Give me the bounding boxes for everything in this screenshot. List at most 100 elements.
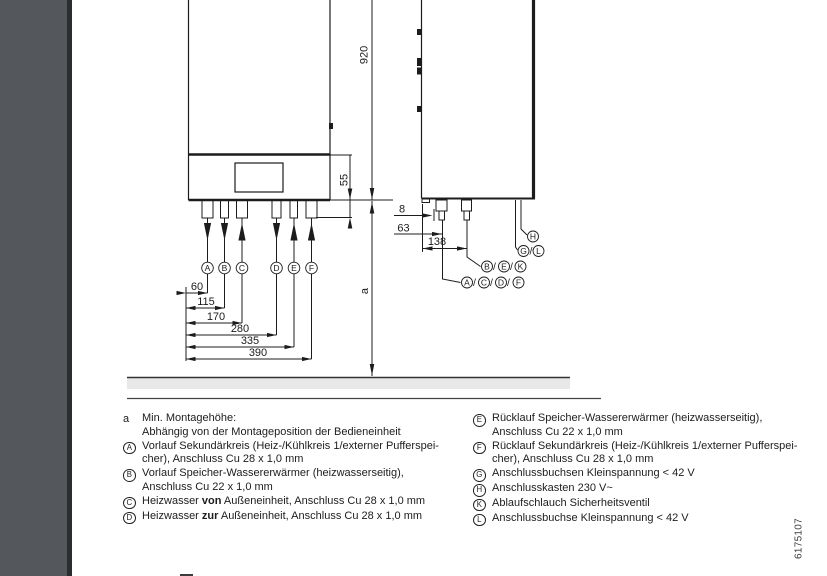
flow-arrow-down-d — [272, 223, 281, 241]
legend-text-line: Vorlauf Speicher-Wassererwärmer (heizwas… — [142, 467, 404, 480]
dim-arrow — [186, 344, 196, 350]
label-separator: / — [473, 277, 476, 289]
wall-bracket — [417, 29, 422, 35]
connection-letter-a: A — [205, 263, 211, 273]
wall-bracket — [417, 67, 422, 75]
circle-b2 — [481, 260, 493, 273]
circle-f2 — [512, 276, 525, 289]
side-letter-d: D — [498, 278, 504, 288]
label-separator: / — [490, 277, 493, 289]
wall-bracket — [417, 106, 422, 112]
wall-brackets — [417, 29, 422, 112]
circle-extension-lines — [207, 274, 312, 359]
leader-bek — [466, 220, 481, 267]
page-bottom-cutoff-element — [180, 573, 193, 576]
legend-text-line: Anschlusskasten 230 V~ — [492, 481, 613, 494]
dim-arrow — [186, 320, 196, 326]
dim-arrow — [284, 344, 294, 350]
legend-text-line: cher), Anschluss Cu 28 x 1,0 mm — [142, 453, 304, 466]
circle-k — [514, 260, 527, 273]
connection-circles: A B C D E F — [201, 261, 318, 275]
dim-arrow — [347, 217, 353, 229]
legend-symbol-H: H — [473, 483, 486, 497]
dim-label-390: 390 — [249, 347, 267, 359]
leader-gl — [515, 200, 518, 251]
circle-g — [517, 245, 530, 257]
leader-h — [520, 200, 528, 236]
legend-item-F: F Rücklauf Sekundärkreis (Heiz-/Kühlkrei… — [473, 440, 818, 468]
stub-d — [271, 199, 282, 219]
side-letter-e: E — [501, 262, 507, 272]
dim-920: 920 — [359, 0, 375, 200]
side-view: 8 63 138 H G / L B / E — [394, 0, 545, 289]
side-dimensions: 8 63 138 — [394, 204, 467, 252]
viewer-dark-margin — [0, 0, 72, 576]
legend-text-line: Anschlussbuchsen Kleinspannung < 42 V — [492, 467, 695, 480]
legend-symbol-L: L — [473, 513, 486, 527]
flow-arrow-down-a — [203, 223, 212, 241]
floor-band — [127, 377, 570, 389]
dim-label-60: 60 — [191, 281, 203, 293]
control-panel-display — [234, 162, 284, 193]
stub-e — [289, 199, 298, 219]
dim-label-170: 170 — [207, 311, 225, 323]
circle-c2 — [478, 276, 490, 289]
stub-c — [236, 199, 248, 219]
dim-label-335: 335 — [241, 335, 259, 347]
legend-item-C: C Heizwasser von Außeneinheit, Anschluss… — [123, 495, 463, 510]
stub-b — [220, 199, 229, 219]
dim-arrow — [432, 231, 442, 237]
side-stub-2-lower — [463, 210, 470, 221]
wall-bracket — [417, 58, 422, 66]
dim-arrow — [347, 188, 353, 200]
stub-a — [201, 199, 214, 219]
legend-symbol-K: K — [473, 498, 486, 512]
side-letter-g: G — [520, 246, 527, 256]
dim-label-55: 55 — [339, 174, 351, 186]
dim-label-280: 280 — [231, 323, 249, 335]
legend-text-line: Anschlussbuchse Kleinspannung < 42 V — [492, 511, 689, 524]
side-letter-a: A — [464, 278, 470, 288]
circle-l — [532, 245, 545, 257]
legend-symbol-a: a — [123, 413, 130, 425]
legend-symbol-C: C — [123, 496, 136, 510]
circle-d — [270, 261, 283, 275]
side-letter-b: B — [484, 262, 490, 272]
legend-text-line: Anschluss Cu 22 x 1,0 mm — [142, 480, 273, 493]
legend-text-line: Vorlauf Sekundärkreis (Heiz-/Kühlkreis 1… — [142, 439, 439, 452]
legend-symbol-B: B — [123, 469, 136, 482]
document-code-vertical: 6175107 — [793, 517, 805, 560]
dim-arrow — [369, 364, 375, 376]
technical-drawing: A B C D E F 60 115 — [127, 0, 601, 400]
side-leaders — [442, 200, 528, 283]
circle-c — [235, 261, 249, 275]
legend-item-D: D Heizwasser zur Außeneinheit, Anschluss… — [123, 510, 463, 525]
circle-a2 — [461, 276, 473, 289]
legend-item-G: G Anschlussbuchsen Kleinspannung < 42 V — [473, 467, 818, 482]
connection-stubs — [201, 199, 318, 219]
dim-arrow — [186, 356, 196, 362]
legend-text-line: Anschluss Cu 22 x 1,0 mm — [492, 425, 623, 438]
side-stub-1-upper — [435, 199, 448, 212]
dim-arrow — [422, 213, 433, 218]
legend-item-B: B Vorlauf Speicher-Wassererwärmer (heizw… — [123, 467, 463, 495]
flow-arrow-up-f — [307, 223, 316, 241]
label-separator: / — [510, 261, 513, 273]
legend-text-line: Heizwasser von Außeneinheit, Anschluss C… — [142, 494, 426, 507]
legend-symbol-F: F — [473, 441, 486, 455]
legend-item-A: A Vorlauf Sekundärkreis (Heiz-/Kühlkreis… — [123, 440, 463, 468]
dim-label-920: 920 — [359, 46, 371, 64]
dim-55: 55 — [316, 155, 353, 229]
dim-arrow — [422, 246, 433, 251]
spacing-dimensions: 60 115 170 280 335 390 — [176, 281, 312, 362]
side-connection-stubs — [435, 199, 472, 221]
circle-h — [527, 230, 539, 243]
connection-letter-d: D — [273, 263, 279, 273]
side-letter-k: K — [518, 262, 524, 272]
legend-text-line: cher), Anschluss Cu 28 x 1,0 mm — [492, 453, 654, 466]
floor — [127, 376, 601, 400]
side-label-rows: H G / L B / E / K A / C / D / F — [461, 230, 545, 289]
side-letter-f: F — [516, 278, 521, 288]
dim-arrow — [232, 320, 242, 326]
legend-item-L: L Anschlussbuchse Kleinspannung < 42 V — [473, 512, 818, 527]
